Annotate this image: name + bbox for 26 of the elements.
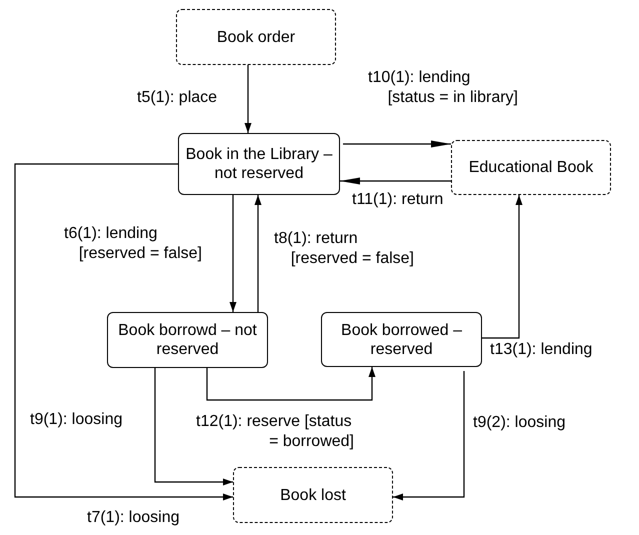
edge-label: t11(1): return — [352, 190, 444, 210]
arrow — [482, 195, 522, 339]
arrow — [206, 367, 376, 401]
edge-label: t6(1): lending [reserved = false] — [64, 224, 202, 264]
edge-label: t8(1): return [reserved = false] — [274, 229, 414, 269]
arrow — [230, 195, 236, 312]
arrow — [14, 163, 233, 500]
arrow — [254, 195, 262, 312]
arrow — [343, 140, 451, 148]
arrow — [244, 65, 252, 133]
edge-label: t9(2): loosing — [473, 413, 566, 433]
edge-label: t7(1): loosing — [87, 508, 180, 528]
edge-label: t9(1): loosing — [30, 410, 122, 430]
edge-label: t13(1): lending — [490, 340, 592, 360]
edge-label: t12(1): reserve [status = borrowed] — [196, 412, 354, 452]
dashed-state-box: Book order — [176, 9, 336, 65]
edge-label: t5(1): place — [137, 88, 218, 108]
state-box: Book in the Library – not reserved — [178, 133, 340, 195]
dashed-state-box: Educational Book — [451, 140, 611, 195]
arrow — [340, 178, 451, 184]
state-box: Book borrowd – not reserved — [107, 312, 268, 368]
dashed-state-box: Book lost — [233, 467, 393, 523]
edge-label: t10(1): lending [status = in library] — [368, 68, 518, 108]
state-box: Book borrowed – reserved — [321, 312, 482, 367]
arrow — [154, 368, 233, 486]
arrow — [393, 371, 465, 500]
